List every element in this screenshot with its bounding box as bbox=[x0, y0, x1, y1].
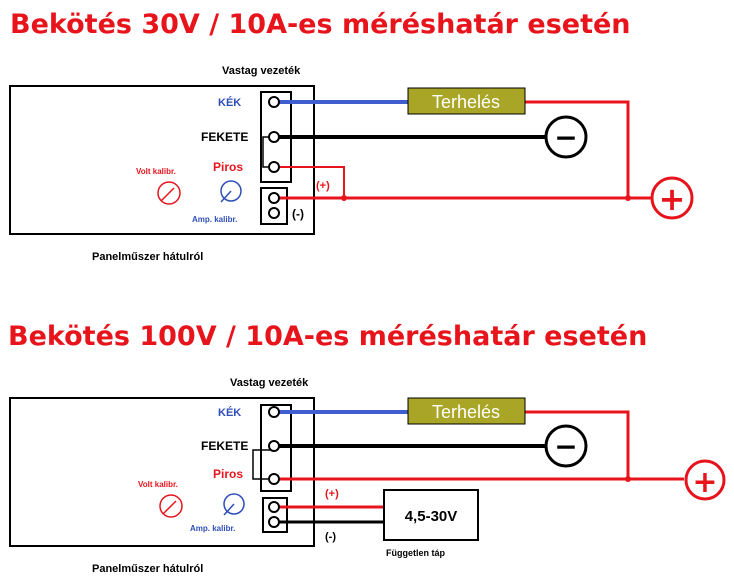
diagram-2-terminal-screw bbox=[268, 406, 280, 418]
diagram-1-junction-dot bbox=[341, 195, 347, 201]
diagram-2-supply-voltage: 4,5-30V bbox=[405, 508, 458, 525]
diagram-1-title: Bekötés 30V / 10A-es méréshatár esetén bbox=[10, 9, 631, 40]
diagram-1-load-return-wire bbox=[525, 100, 630, 198]
diagram-2-terminal-screw bbox=[268, 440, 280, 452]
diagram-1-label-fekete: FEKETE bbox=[201, 130, 248, 144]
diagram-2-volt-pot-slot bbox=[162, 500, 177, 515]
diagram-1-junction-dot bbox=[625, 195, 631, 201]
diagram-2-junction-dot bbox=[625, 476, 631, 482]
diagram-1-label-minus: (-) bbox=[292, 207, 304, 221]
diagram-1-plus-terminal bbox=[650, 176, 694, 220]
diagram-1-terminal-screw bbox=[268, 207, 280, 219]
diagram-1-amp-pot-slot bbox=[220, 190, 232, 203]
diagram-2-label-minus: (-) bbox=[325, 531, 336, 543]
diagram-2-minus-terminal bbox=[544, 424, 588, 468]
diagram-1-caption: Panelműszer hátulról bbox=[92, 251, 203, 263]
diagram-1-label-piros: Piros bbox=[213, 160, 243, 174]
diagram-1-plus-symbol: + bbox=[659, 180, 686, 218]
diagram-2-label-kek: KÉK bbox=[218, 406, 241, 419]
diagram-2-supply-box bbox=[383, 489, 479, 541]
diagram-2-caption: Panelműszer hátulról bbox=[92, 563, 203, 575]
diagram-1-terminal-screw bbox=[268, 161, 280, 173]
diagram-1-red-wire bbox=[274, 166, 345, 198]
diagram-1-terminal-screw bbox=[268, 96, 280, 108]
diagram-1-shunt-terminal-block bbox=[260, 187, 288, 225]
diagram-1-terminal-screw bbox=[268, 131, 280, 143]
diagram-2-amp-calibration-label: Amp. kalibr. bbox=[190, 524, 235, 533]
diagram-2-supply-label: Független táp bbox=[386, 548, 445, 558]
diagram-1: Bekötés 30V / 10A-es méréshatár esetén V… bbox=[9, 9, 694, 263]
diagram-2-thick-wire-label: Vastag vezeték bbox=[230, 377, 309, 389]
diagram-1-thick-wire-label: Vastag vezeték bbox=[222, 65, 301, 77]
diagram-2-load-return-wire bbox=[525, 410, 630, 479]
diagram-1-label-plus: (+) bbox=[316, 180, 330, 192]
diagram-1-volt-calibration-label: Volt kalibr. bbox=[136, 167, 176, 176]
diagram-1-volt-calibration-pot bbox=[157, 181, 181, 205]
diagram-2-minus-symbol: − bbox=[554, 430, 577, 463]
diagram-1-minus-terminal bbox=[544, 115, 588, 159]
diagram-2-title: Bekötés 100V / 10A-es méréshatár esetén bbox=[8, 321, 647, 352]
diagram-2-internal-link bbox=[252, 449, 274, 480]
diagram-2-terminal-screw bbox=[268, 501, 280, 513]
diagram-2: Bekötés 100V / 10A-es méréshatár esetén … bbox=[8, 321, 726, 575]
diagram-1-meter-body bbox=[9, 85, 315, 235]
diagram-2-volt-calibration-label: Volt kalibr. bbox=[138, 480, 178, 489]
diagram-1-terminal-screw bbox=[268, 192, 280, 204]
diagram-2-plus-symbol: + bbox=[692, 465, 717, 500]
diagram-1-load-label: Terhelés bbox=[432, 92, 500, 112]
diagram-2-amp-pot-slot bbox=[223, 503, 235, 516]
diagram-1-minus-symbol: − bbox=[554, 121, 577, 154]
diagram-2-load-box bbox=[407, 397, 526, 425]
diagram-2-label-plus: (+) bbox=[325, 488, 339, 500]
diagram-2-meter-body bbox=[9, 397, 315, 547]
diagram-2-label-fekete: FEKETE bbox=[201, 439, 248, 453]
diagram-2-shunt-terminal-block bbox=[262, 497, 288, 533]
diagram-2-amp-calibration-pot bbox=[223, 493, 245, 515]
diagram-2-load-label: Terhelés bbox=[432, 402, 500, 422]
diagram-2-terminal-screw bbox=[268, 473, 280, 485]
diagram-1-amp-calibration-label: Amp. kalibr. bbox=[192, 215, 237, 224]
diagram-1-load-box bbox=[407, 87, 526, 115]
diagram-1-volt-pot-slot bbox=[160, 187, 175, 202]
diagram-2-label-piros: Piros bbox=[213, 467, 243, 481]
diagram-2-plus-terminal bbox=[684, 459, 726, 501]
diagram-2-terminal-screw bbox=[268, 516, 280, 528]
diagram-1-label-kek: KÉK bbox=[218, 96, 241, 109]
diagram-1-amp-calibration-pot bbox=[220, 180, 242, 202]
diagram-2-volt-calibration-pot bbox=[159, 494, 183, 518]
